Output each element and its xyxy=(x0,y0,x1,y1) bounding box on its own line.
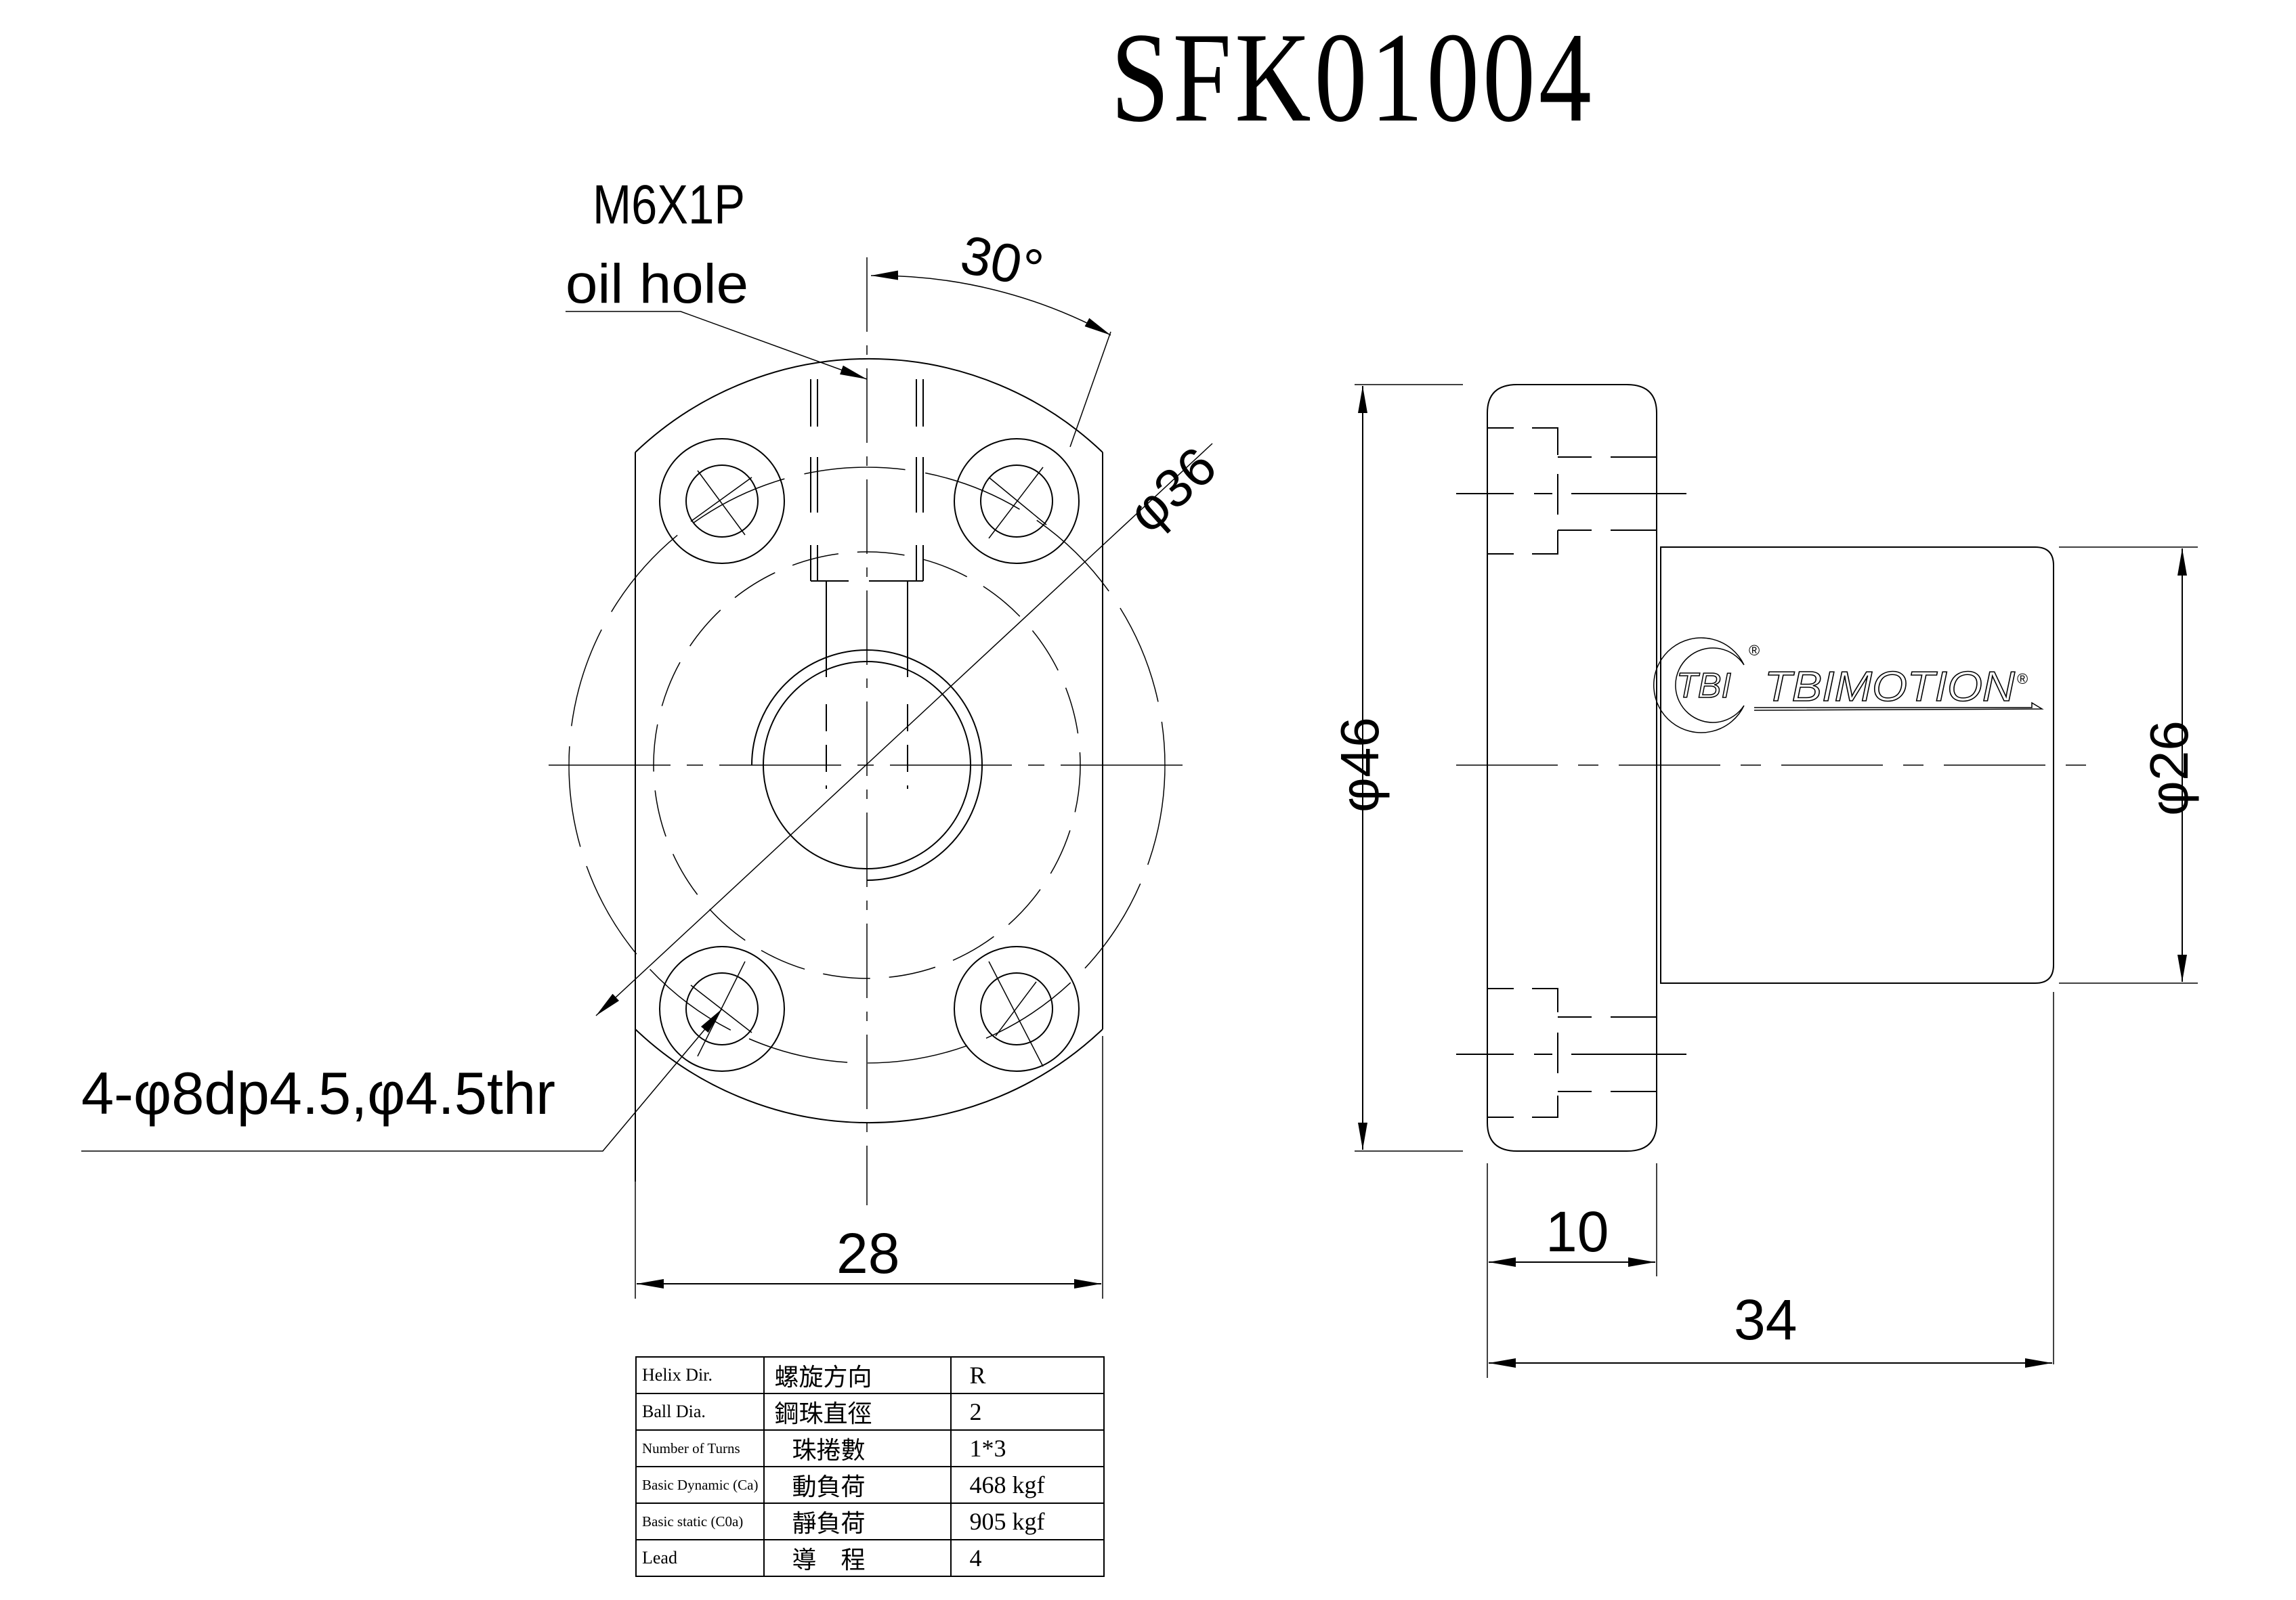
spec-label-en: Number of Turns xyxy=(635,1429,765,1467)
pcd-diameter-label: φ36 xyxy=(1116,435,1227,544)
spec-label-zh: 螺旋方向 xyxy=(763,1356,952,1394)
side-body xyxy=(1660,546,2054,984)
hole-callout-label: 4-φ8dp4.5,φ4.5thr xyxy=(81,1060,555,1127)
table-row: Number of Turns 珠捲數 1*3 xyxy=(635,1429,1105,1467)
spec-value: R xyxy=(950,1356,1105,1394)
bolt-hole-top-right xyxy=(954,438,1080,564)
oil-hole-channel xyxy=(810,379,924,789)
table-row: Lead 導 程 4 xyxy=(635,1539,1105,1577)
logo-brand-text: TBIMOTION xyxy=(1764,664,2015,710)
logo-c-emblem-icon xyxy=(1653,637,1745,733)
oil-hole-thread-label: M6X1P xyxy=(593,174,745,236)
spec-label-zh: 導 程 xyxy=(763,1539,952,1577)
bore-inner xyxy=(763,661,971,869)
table-row: Basic Dynamic (Ca) 動負荷 468 kgf xyxy=(635,1466,1105,1504)
width-dimension-label: 28 xyxy=(836,1221,899,1285)
return-arc xyxy=(569,467,1165,1063)
angle-label: 30° xyxy=(956,224,1048,300)
logo-registered-mark-2: ® xyxy=(2017,670,2028,687)
spec-label-zh: 鋼珠直徑 xyxy=(763,1393,952,1431)
side-hidden-hole-top xyxy=(1456,427,1686,555)
spec-value: 1*3 xyxy=(950,1429,1105,1467)
spec-value: 2 xyxy=(950,1393,1105,1431)
front-view xyxy=(81,257,1213,1299)
spec-label-en: Helix Dir. xyxy=(635,1356,765,1394)
total-length-label: 34 xyxy=(1734,1288,1797,1352)
spec-label-zh: 動負荷 xyxy=(763,1466,952,1504)
hole-callout-leader xyxy=(81,1008,723,1152)
spec-label-en: Basic Dynamic (Ca) xyxy=(635,1466,765,1504)
tbi-logo: TBI ® TBIMOTION ® xyxy=(1653,637,2044,733)
spec-value: 905 kgf xyxy=(950,1502,1105,1540)
flange-bottom-arc xyxy=(635,1029,1103,1124)
spec-table: Helix Dir. 螺旋方向 R Ball Dia. 鋼珠直徑 2 Numbe… xyxy=(635,1356,1105,1577)
oil-hole-label: oil hole xyxy=(566,253,748,315)
side-view-labels: φ46 φ26 10 34 xyxy=(1330,717,2199,1352)
bolt-hole-top-left xyxy=(659,438,785,564)
table-row: Basic static (C0a) 靜負荷 905 kgf xyxy=(635,1502,1105,1540)
side-hidden-hole-bottom xyxy=(1456,988,1686,1118)
angle-dimension-arc xyxy=(870,270,1111,336)
spec-label-en: Ball Dia. xyxy=(635,1393,765,1431)
flange-top-arc xyxy=(635,358,1103,453)
body-dia-label: φ26 xyxy=(2139,720,2199,816)
logo-underline-arrow-icon xyxy=(1753,701,2044,711)
angle-extension-line xyxy=(1069,331,1111,448)
spec-label-en: Basic static (C0a) xyxy=(635,1502,765,1540)
spec-value: 4 xyxy=(950,1539,1105,1577)
flange-thickness-label: 10 xyxy=(1546,1200,1609,1263)
front-view-labels: M6X1P oil hole 30° φ36 4-φ8dp4.5,φ4.5thr… xyxy=(81,174,1227,1285)
spec-label-zh: 珠捲數 xyxy=(763,1429,952,1467)
side-view xyxy=(1355,384,2198,1378)
oil-hole-leader xyxy=(566,311,868,380)
table-row: Ball Dia. 鋼珠直徑 2 xyxy=(635,1393,1105,1431)
logo-emblem-text: TBI xyxy=(1676,666,1731,706)
pcd-circle xyxy=(653,551,1081,979)
spec-value: 468 kgf xyxy=(950,1466,1105,1504)
spec-label-en: Lead xyxy=(635,1539,765,1577)
bore-outer-thread xyxy=(751,649,983,881)
pcd-dimension-line xyxy=(595,443,1213,1016)
side-flange xyxy=(1487,384,1657,1152)
table-row: Helix Dir. 螺旋方向 R xyxy=(635,1356,1105,1394)
flange-dia-label: φ46 xyxy=(1330,717,1390,813)
spec-label-zh: 靜負荷 xyxy=(763,1502,952,1540)
logo-registered-mark-1: ® xyxy=(1749,642,1760,659)
part-number-title: SFK01004 xyxy=(1111,7,1595,149)
bolt-hole-bottom-right xyxy=(954,946,1080,1072)
